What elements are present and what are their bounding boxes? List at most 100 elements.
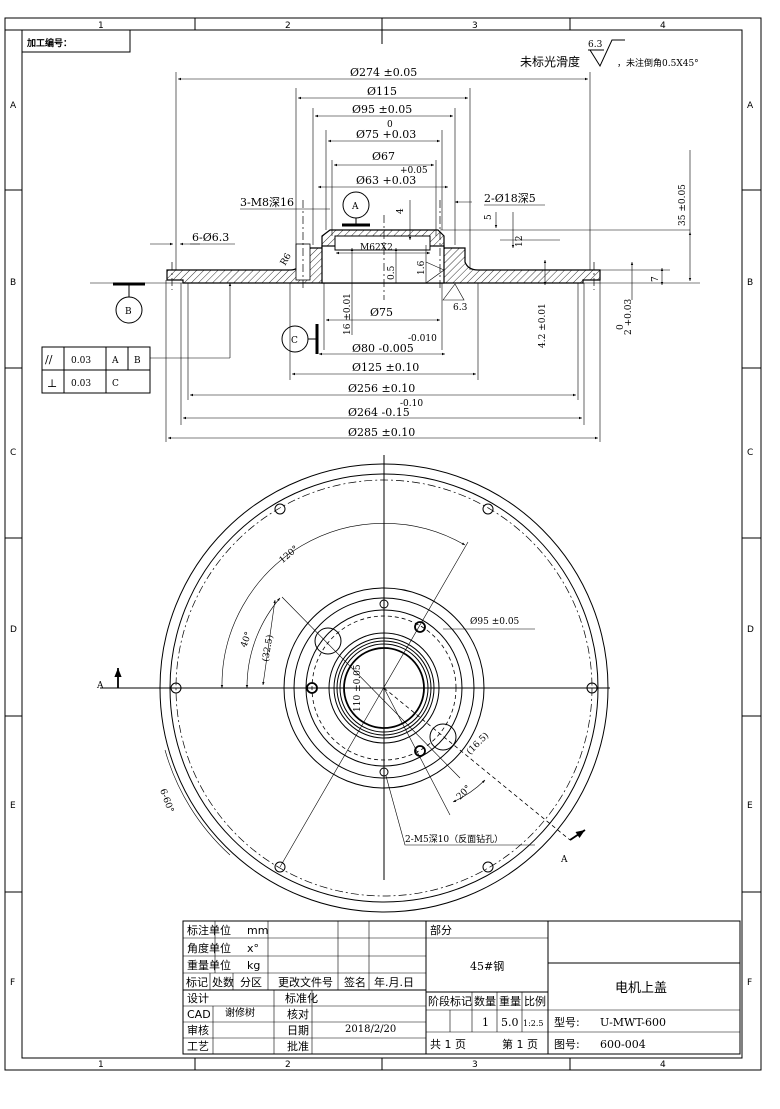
model-value: U-MWT-600 — [600, 1016, 666, 1029]
rev-header-sign: 签名 — [344, 975, 366, 989]
perpendicularity-symbol: ⊥ — [47, 377, 57, 390]
dim-d75-top: Ø75 +0.03 — [356, 128, 416, 141]
zone-row-d: D — [10, 625, 17, 635]
chamfer-note: ，未注倒角0.5X45° — [617, 57, 699, 69]
zone-row-b: B — [10, 278, 16, 288]
weight-unit-label: 重量单位 — [187, 958, 231, 972]
plan-view: 120° 40° (32.5) 110 ±0.05 Ø95 ±0.05 (16.… — [96, 455, 610, 913]
dim-unit: mm — [247, 924, 268, 937]
qty-value: 1 — [482, 1016, 489, 1029]
perpendicularity-value: 0.03 — [71, 379, 91, 389]
dim-d256: Ø256 ±0.10 — [348, 382, 415, 395]
stage-label: 阶段标记 — [428, 994, 472, 1008]
zone-row-c-right: C — [747, 448, 753, 458]
dim-d264: Ø264 -0.15 — [348, 406, 410, 419]
dim-d115: Ø115 — [367, 85, 397, 98]
scale-label: 比例 — [524, 994, 546, 1008]
zone-row-e: E — [10, 801, 16, 811]
dim-m62: M62X2 — [360, 243, 393, 253]
dim-m8-holes: 3-M8深16 — [240, 196, 294, 209]
process-label: 工艺 — [187, 1040, 209, 1053]
title-block: 标注单位 mm 角度单位 x° 重量单位 kg 标记 处数 分区 更改文件号 签… — [182, 920, 741, 1055]
dim-16: 16 ±0.01 — [343, 293, 353, 335]
dim-d67: Ø67 — [372, 150, 395, 163]
rev-header-date: 年.月.日 — [374, 975, 414, 989]
part-label: 部分 — [430, 923, 452, 937]
dim-7: 7 — [651, 276, 661, 282]
dim-18-holes: 2-Ø18深5 — [484, 192, 536, 205]
dim-2-upper: 0 — [616, 324, 626, 330]
parallelism-symbol: // — [45, 353, 53, 366]
dim-12: 12 — [515, 236, 525, 247]
dim-d95: Ø95 ±0.05 — [352, 103, 412, 116]
dim-d63-upper: +0.05 — [400, 166, 428, 176]
rev-header-zone: 分区 — [240, 976, 262, 989]
rev-header-mark: 标记 — [186, 975, 208, 989]
zone-col-2: 2 — [285, 21, 291, 31]
zone-row-f: F — [10, 978, 15, 988]
dim-0-5: 0.5 — [387, 265, 397, 280]
process-no-label: 加工编号： — [26, 37, 72, 49]
total-pages: 共 1 页 — [430, 1038, 466, 1051]
cad-name: 谢修树 — [225, 1006, 255, 1019]
design-label: 设计 — [187, 992, 209, 1005]
dim-1-6: 1.6 — [417, 260, 427, 275]
datum-c: C — [281, 324, 319, 354]
datum-a: A — [342, 191, 370, 227]
section-view: Ø274 ±0.05 Ø115 Ø95 ±0.05 0 Ø75 +0.03 Ø6… — [41, 66, 700, 442]
zone-col-2-bottom: 2 — [285, 1060, 291, 1070]
dim-4: 4 — [396, 208, 406, 214]
dim-angle-40: 40° — [239, 631, 254, 649]
dim-d95-plan: Ø95 ±0.05 — [470, 616, 520, 627]
check-label: 核对 — [287, 1007, 309, 1021]
dim-unit-label: 标注单位 — [187, 923, 231, 937]
zone-row-a-right: A — [747, 101, 754, 111]
section-label-left: A — [96, 681, 104, 691]
dim-32-5: (32.5) — [260, 634, 276, 663]
drawing-title: 电机上盖 — [615, 981, 667, 996]
dim-d80: Ø80 -0.005 — [352, 342, 414, 355]
dim-d80-upper: -0.010 — [408, 334, 437, 344]
dim-d264-upper: -0.10 — [400, 399, 423, 409]
dim-d63: Ø63 +0.03 — [356, 174, 416, 187]
angle-unit-label: 角度单位 — [187, 941, 231, 955]
page-number: 第 1 页 — [502, 1037, 538, 1051]
standard-label: 标准化 — [285, 991, 318, 1005]
parallelism-ref-b: B — [134, 356, 141, 366]
roughness-value: 6.3 — [588, 40, 603, 50]
qty-label: 数量 — [474, 995, 496, 1008]
zone-col-4: 4 — [660, 21, 666, 31]
drawing-frame: 1 2 3 4 1 2 3 4 A B C D E F A B C D E F … — [4, 17, 762, 1071]
zone-col-1: 1 — [98, 21, 104, 31]
dim-6-holes: 6-Ø6.3 — [192, 231, 229, 244]
section-label-right: A — [560, 855, 568, 865]
parallelism-ref-a: A — [111, 356, 119, 366]
zone-col-3-bottom: 3 — [472, 1060, 478, 1070]
dim-angle-120: 120° — [278, 544, 301, 566]
perpendicularity-ref-c: C — [112, 379, 119, 389]
parallelism-value: 0.03 — [71, 356, 91, 366]
roughness-6-3: 6.3 — [453, 303, 468, 313]
cad-label: CAD — [187, 1008, 211, 1021]
date-label: 日期 — [287, 1024, 309, 1037]
material: 45#钢 — [470, 960, 504, 973]
dim-d285: Ø285 ±0.10 — [348, 426, 415, 439]
zone-row-a: A — [10, 101, 17, 111]
drawing-no-value: 600-004 — [600, 1038, 646, 1051]
dim-35: 35 ±0.05 — [678, 184, 688, 226]
zone-row-e-right: E — [747, 801, 753, 811]
date-value: 2018/2/20 — [345, 1024, 396, 1035]
roughness-note: 未标光滑度 — [520, 54, 580, 69]
weight-unit: kg — [247, 959, 260, 972]
dim-6-60: 6-60° — [157, 788, 175, 815]
weight-label: 重量 — [499, 994, 521, 1008]
svg-text:A: A — [351, 202, 359, 212]
dim-d274: Ø274 ±0.05 — [350, 66, 417, 79]
dim-d125: Ø125 ±0.10 — [352, 361, 419, 374]
svg-text:B: B — [125, 307, 132, 317]
angle-unit: x° — [247, 942, 259, 955]
scale-value: 1:2.5 — [523, 1019, 544, 1028]
rev-header-doc: 更改文件号 — [278, 975, 333, 989]
dim-5: 5 — [484, 214, 494, 220]
